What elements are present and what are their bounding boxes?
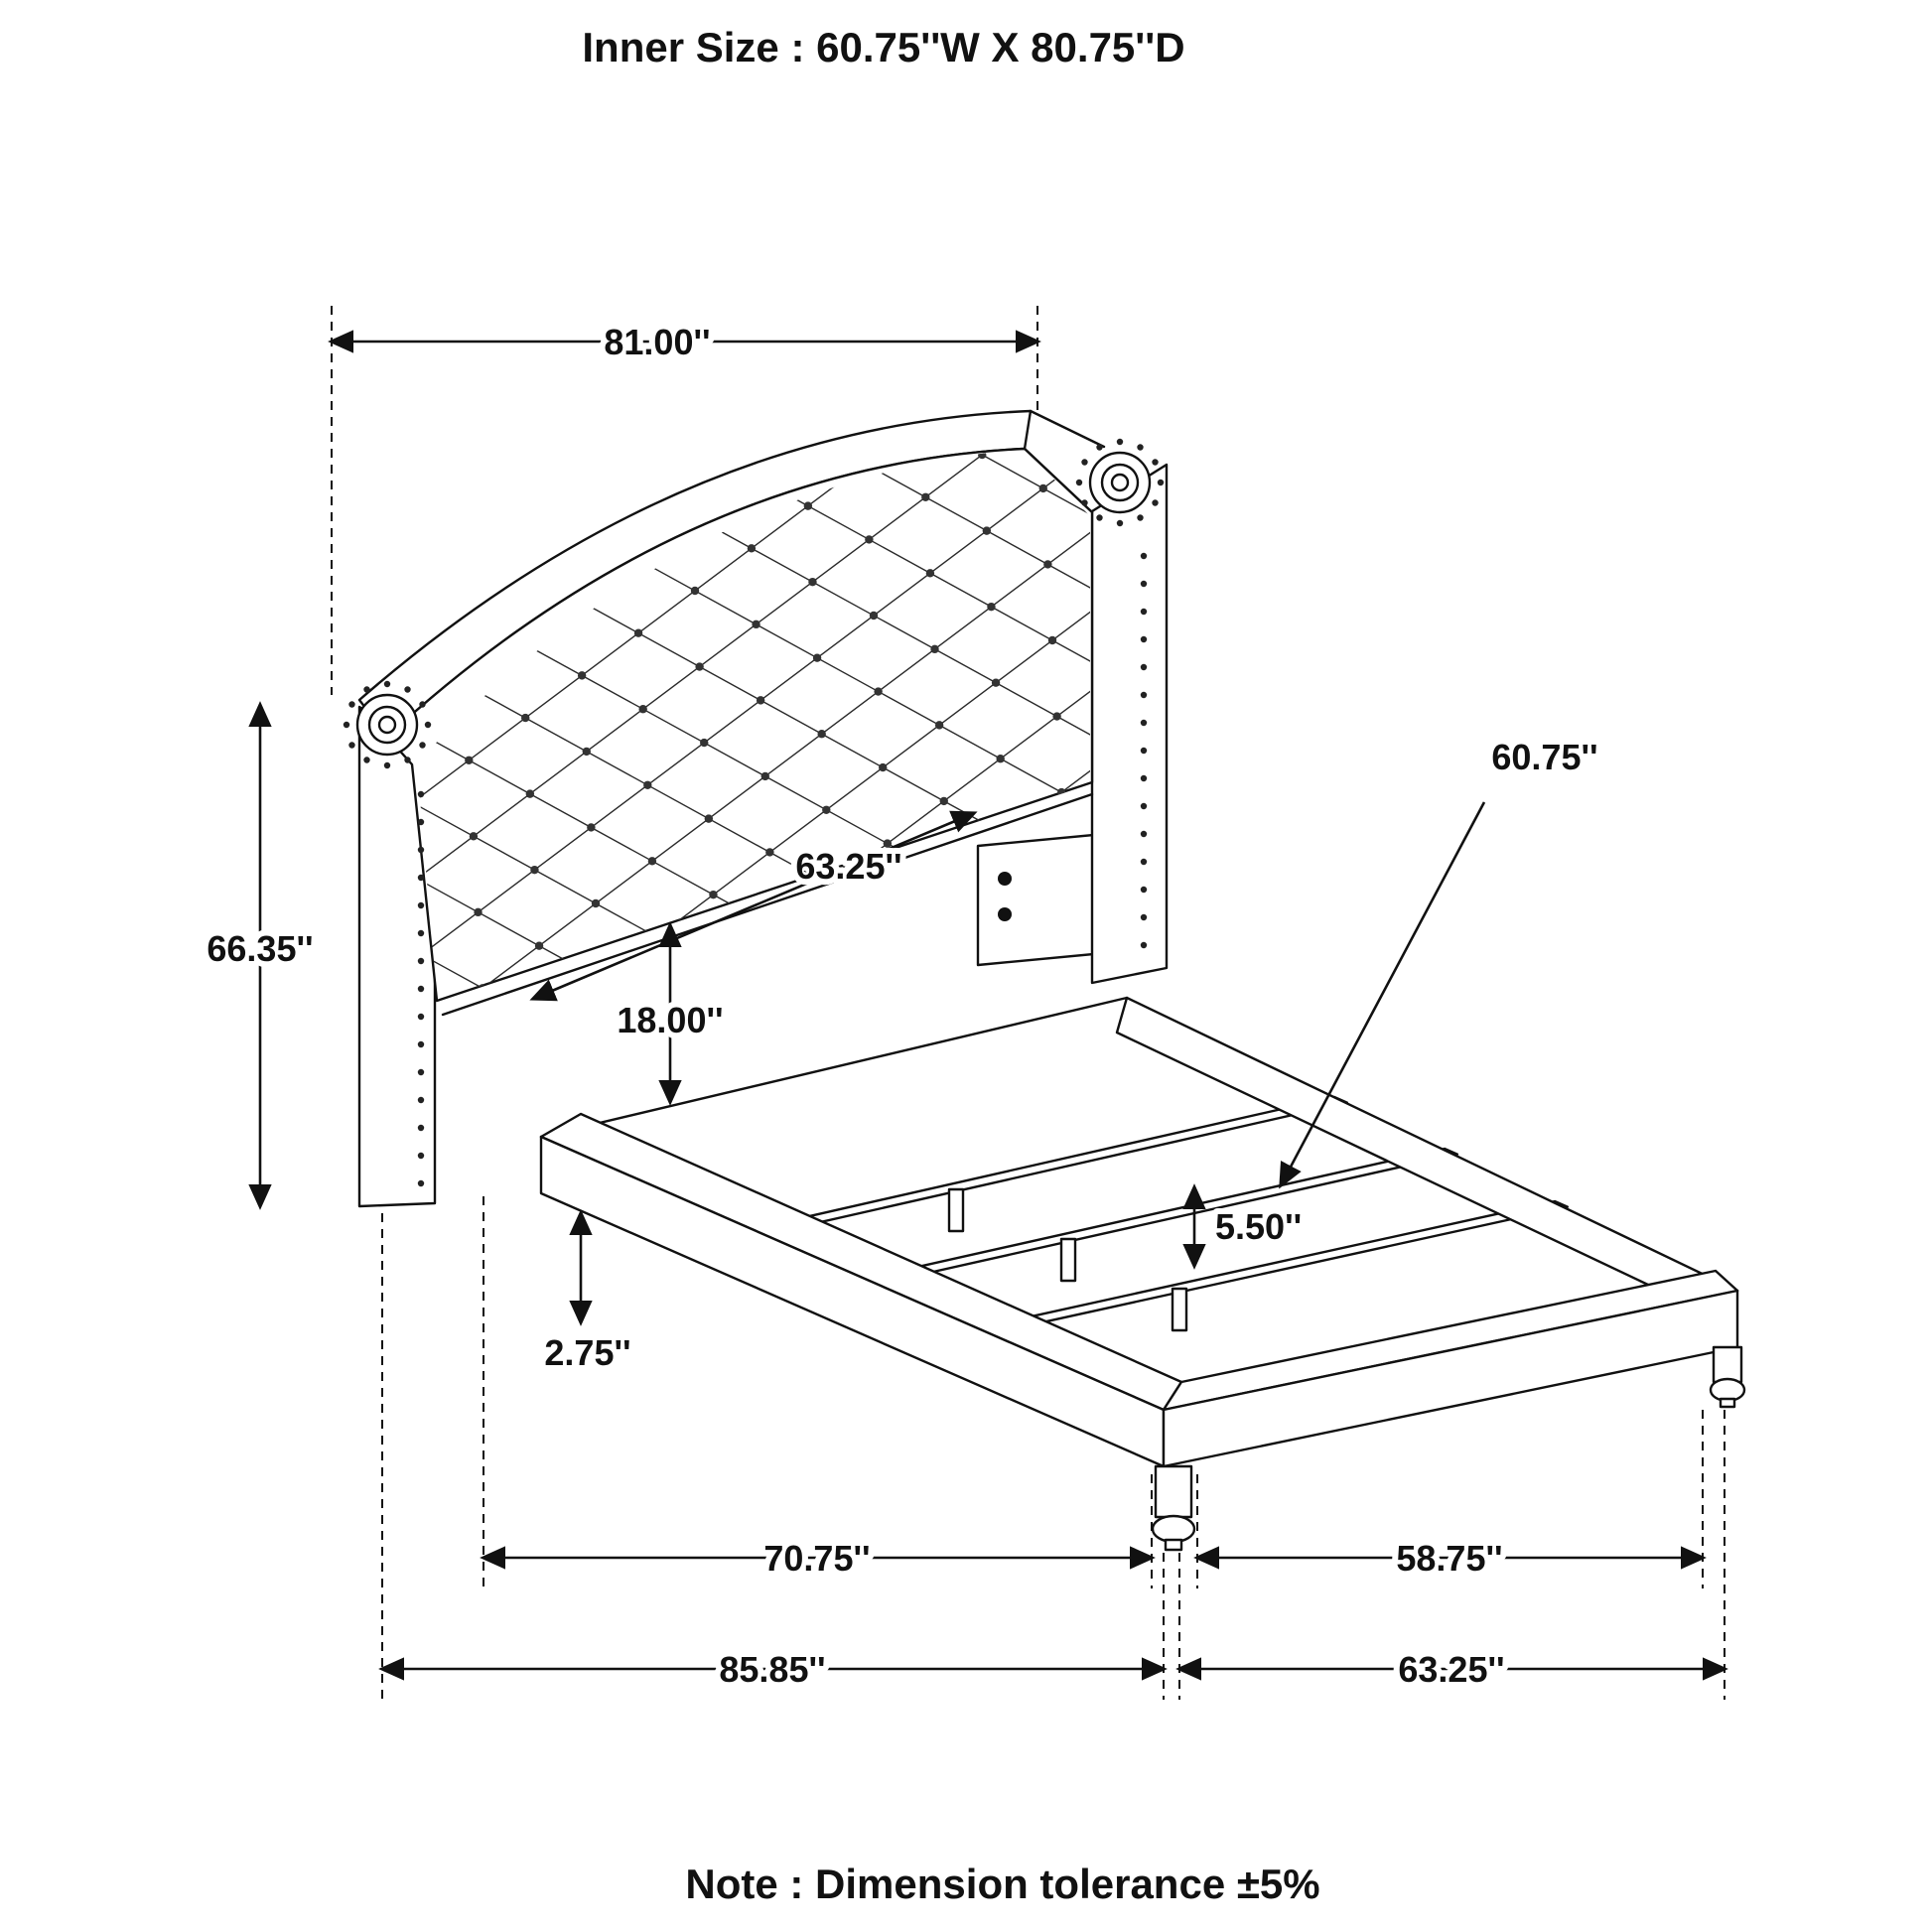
extension-lines [331, 306, 1725, 1700]
dim-frame-clearance: 2.75'' [538, 1209, 637, 1379]
headboard-right-pillar [1090, 463, 1169, 985]
bolt-hole-1 [998, 872, 1012, 886]
dim-headboard-panel-width-label: 63.25'' [795, 846, 901, 887]
nailhead-trim [343, 438, 1165, 1187]
head-rail [539, 996, 1129, 1139]
bolt-hole-2 [998, 907, 1012, 921]
dim-headboard-clearance-label: 18.00'' [617, 1000, 723, 1040]
dimensions: 81.00'' 66.35'' 63.25'' 18.00'' 60.75'' … [201, 316, 1728, 1696]
dim-headboard-clearance: 18.00'' [611, 921, 730, 1106]
dim-overall-depth-label: 85.85'' [719, 1649, 825, 1690]
dim-slat-length: 60.75'' [1279, 731, 1604, 1189]
slat-leg-3 [1171, 1287, 1188, 1332]
dim-overall-width: 63.25'' [1175, 1643, 1728, 1696]
dim-headboard-width-label: 81.00'' [604, 322, 710, 362]
dim-overall-width-label: 63.25'' [1398, 1649, 1504, 1690]
dim-slat-length-label: 60.75'' [1491, 737, 1597, 777]
dim-rail-length: 70.75'' [480, 1532, 1156, 1585]
dim-headboard-height: 66.35'' [201, 701, 320, 1210]
dim-headboard-height-label: 66.35'' [207, 928, 313, 969]
dim-slat-height: 5.50'' [1182, 1183, 1308, 1270]
dim-foot-inner-width-label: 58.75'' [1396, 1538, 1502, 1579]
slat-leg-2 [1059, 1237, 1077, 1283]
dim-slat-height-label: 5.50'' [1215, 1206, 1302, 1247]
foot-leg-near [1151, 1464, 1196, 1552]
right-scroll [1088, 451, 1152, 514]
dim-overall-depth: 85.85'' [378, 1643, 1168, 1696]
dim-foot-inner-width: 58.75'' [1193, 1532, 1707, 1585]
near-rail-front [539, 1135, 1166, 1468]
left-scroll [355, 693, 419, 757]
diagram-title: Inner Size : 60.75''W X 80.75''D [582, 24, 1184, 70]
foot-leg-far [1709, 1345, 1746, 1409]
dim-frame-clearance-label: 2.75'' [544, 1332, 630, 1373]
tolerance-note: Note : Dimension tolerance ±5% [685, 1861, 1319, 1907]
far-side-rail [1115, 996, 1739, 1324]
dim-headboard-panel-width: 63.25'' [529, 810, 978, 1002]
dim-headboard-width: 81.00'' [328, 316, 1041, 368]
slat-leg-1 [947, 1187, 965, 1233]
dim-rail-length-label: 70.75'' [763, 1538, 870, 1579]
